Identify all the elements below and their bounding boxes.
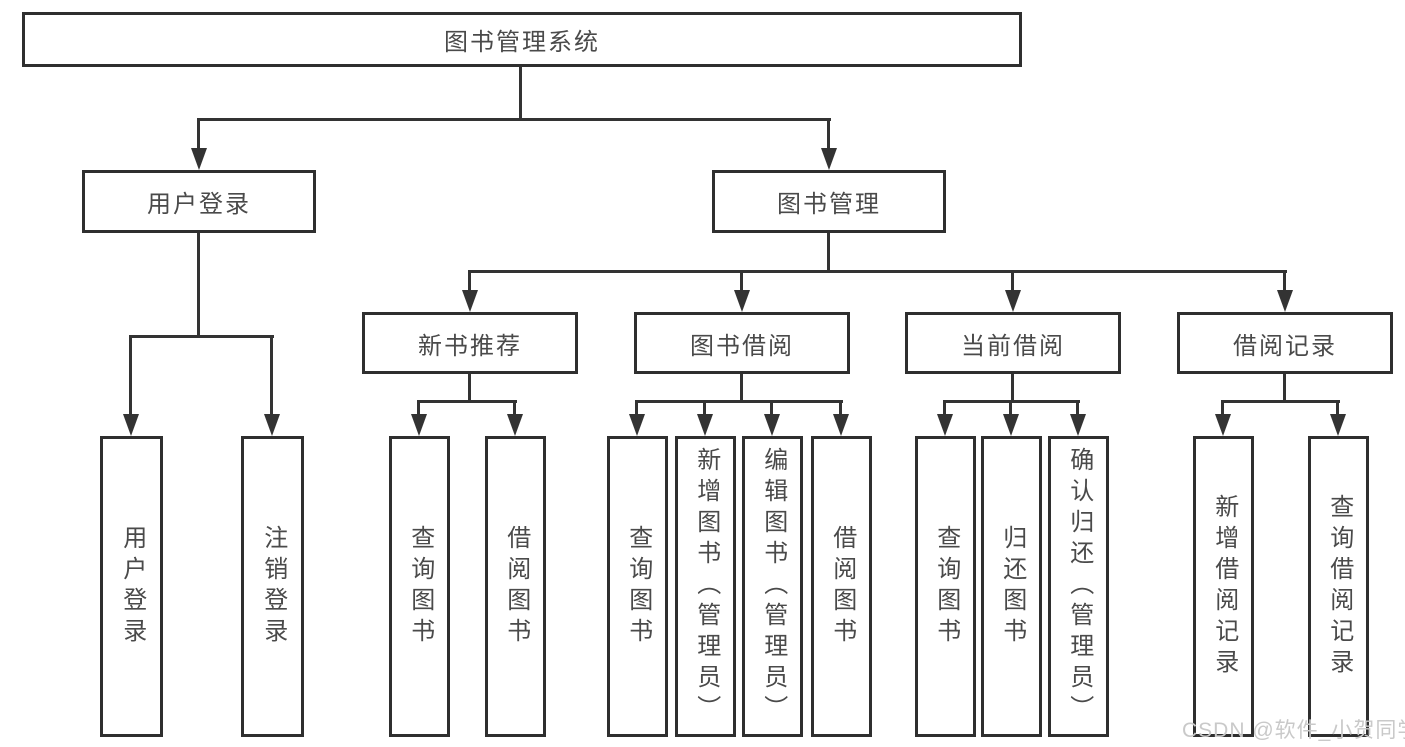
node-user-login: 用户登录 <box>82 170 316 233</box>
leaf-add-books-admin-label: 新增图书（管理员） <box>692 447 720 726</box>
leaf-edit-books-admin: 编辑图书（管理员） <box>742 436 803 737</box>
arrow-down-icon <box>1215 414 1231 436</box>
connector-line <box>740 374 743 403</box>
leaf-user-login: 用户登录 <box>100 436 163 737</box>
connector-line <box>635 400 843 403</box>
leaf-query-borrow-record: 查询借阅记录 <box>1308 436 1369 737</box>
connector-line <box>129 335 274 338</box>
connector-line <box>635 400 638 416</box>
arrow-down-icon <box>734 290 750 312</box>
node-new-book-recommend-label: 新书推荐 <box>418 332 522 360</box>
node-book-borrow-label: 图书借阅 <box>690 332 794 360</box>
node-root-label: 图书管理系统 <box>444 29 600 56</box>
arrow-down-icon <box>833 414 849 436</box>
arrow-down-icon <box>462 290 478 312</box>
node-current-borrow: 当前借阅 <box>905 312 1121 374</box>
leaf-add-borrow-record-label: 新增借阅记录 <box>1210 493 1238 680</box>
arrow-down-icon <box>697 414 713 436</box>
leaf-edit-books-admin-label: 编辑图书（管理员） <box>759 447 787 726</box>
arrow-down-icon <box>1005 290 1021 312</box>
node-borrow-records: 借阅记录 <box>1177 312 1393 374</box>
connector-line <box>513 400 516 416</box>
node-user-login-label: 用户登录 <box>147 191 251 218</box>
leaf-query-books-1-label: 查询图书 <box>406 524 434 649</box>
leaf-add-books-admin: 新增图书（管理员） <box>675 436 736 737</box>
node-book-borrow: 图书借阅 <box>634 312 850 374</box>
leaf-query-books-2-label: 查询图书 <box>624 524 652 649</box>
leaf-confirm-return-admin: 确认归还（管理员） <box>1048 436 1109 737</box>
connector-line <box>827 233 830 273</box>
node-book-management: 图书管理 <box>712 170 946 233</box>
connector-line <box>1009 400 1012 416</box>
leaf-logout: 注销登录 <box>241 436 304 737</box>
arrow-down-icon <box>1070 414 1086 436</box>
arrow-down-icon <box>507 414 523 436</box>
arrow-down-icon <box>191 148 207 170</box>
connector-line <box>468 270 1287 273</box>
connector-line <box>197 118 831 121</box>
leaf-return-books: 归还图书 <box>981 436 1042 737</box>
connector-line <box>417 400 517 403</box>
connector-line <box>129 335 132 416</box>
leaf-query-books-1: 查询图书 <box>389 436 450 737</box>
connector-line <box>1076 400 1079 416</box>
connector-line <box>197 233 200 338</box>
arrow-down-icon <box>1330 414 1346 436</box>
connector-line <box>1221 400 1224 416</box>
node-root: 图书管理系统 <box>22 12 1022 67</box>
leaf-borrow-books-2-label: 借阅图书 <box>828 524 856 649</box>
arrow-down-icon <box>411 414 427 436</box>
connector-line <box>270 335 273 416</box>
csdn-watermark: CSDN @软件_小贺同学 <box>1182 719 1405 742</box>
arrow-down-icon <box>264 414 280 436</box>
connector-line <box>1011 270 1014 292</box>
node-new-book-recommend: 新书推荐 <box>362 312 578 374</box>
leaf-borrow-books-1-label: 借阅图书 <box>502 524 530 649</box>
leaf-query-books-2: 查询图书 <box>607 436 668 737</box>
leaf-query-books-3: 查询图书 <box>915 436 976 737</box>
connector-line <box>519 67 522 120</box>
leaf-add-borrow-record: 新增借阅记录 <box>1193 436 1254 737</box>
node-borrow-records-label: 借阅记录 <box>1233 332 1337 360</box>
arrow-down-icon <box>1003 414 1019 436</box>
arrow-down-icon <box>937 414 953 436</box>
arrow-down-icon <box>1277 290 1293 312</box>
leaf-query-borrow-record-label: 查询借阅记录 <box>1325 493 1353 680</box>
connector-line <box>1283 270 1286 292</box>
connector-line <box>703 400 706 416</box>
connector-line <box>197 118 200 150</box>
leaf-return-books-label: 归还图书 <box>998 524 1026 649</box>
connector-line <box>770 400 773 416</box>
node-book-management-label: 图书管理 <box>777 191 881 218</box>
connector-line <box>740 270 743 292</box>
node-current-borrow-label: 当前借阅 <box>961 332 1065 360</box>
arrow-down-icon <box>764 414 780 436</box>
connector-line <box>839 400 842 416</box>
connector-line <box>943 400 946 416</box>
connector-line <box>827 118 830 150</box>
leaf-borrow-books-2: 借阅图书 <box>811 436 872 737</box>
connector-line <box>468 374 471 403</box>
connector-line <box>1011 374 1014 403</box>
arrow-down-icon <box>123 414 139 436</box>
leaf-confirm-return-admin-label: 确认归还（管理员） <box>1065 447 1093 726</box>
arrow-down-icon <box>629 414 645 436</box>
connector-line <box>468 270 471 292</box>
connector-line <box>417 400 420 416</box>
connector-line <box>1283 374 1286 403</box>
leaf-logout-label: 注销登录 <box>259 524 287 649</box>
connector-line <box>1221 400 1340 403</box>
arrow-down-icon <box>821 148 837 170</box>
leaf-query-books-3-label: 查询图书 <box>932 524 960 649</box>
leaf-borrow-books-1: 借阅图书 <box>485 436 546 737</box>
leaf-user-login-label: 用户登录 <box>118 524 146 649</box>
connector-line <box>1336 400 1339 416</box>
